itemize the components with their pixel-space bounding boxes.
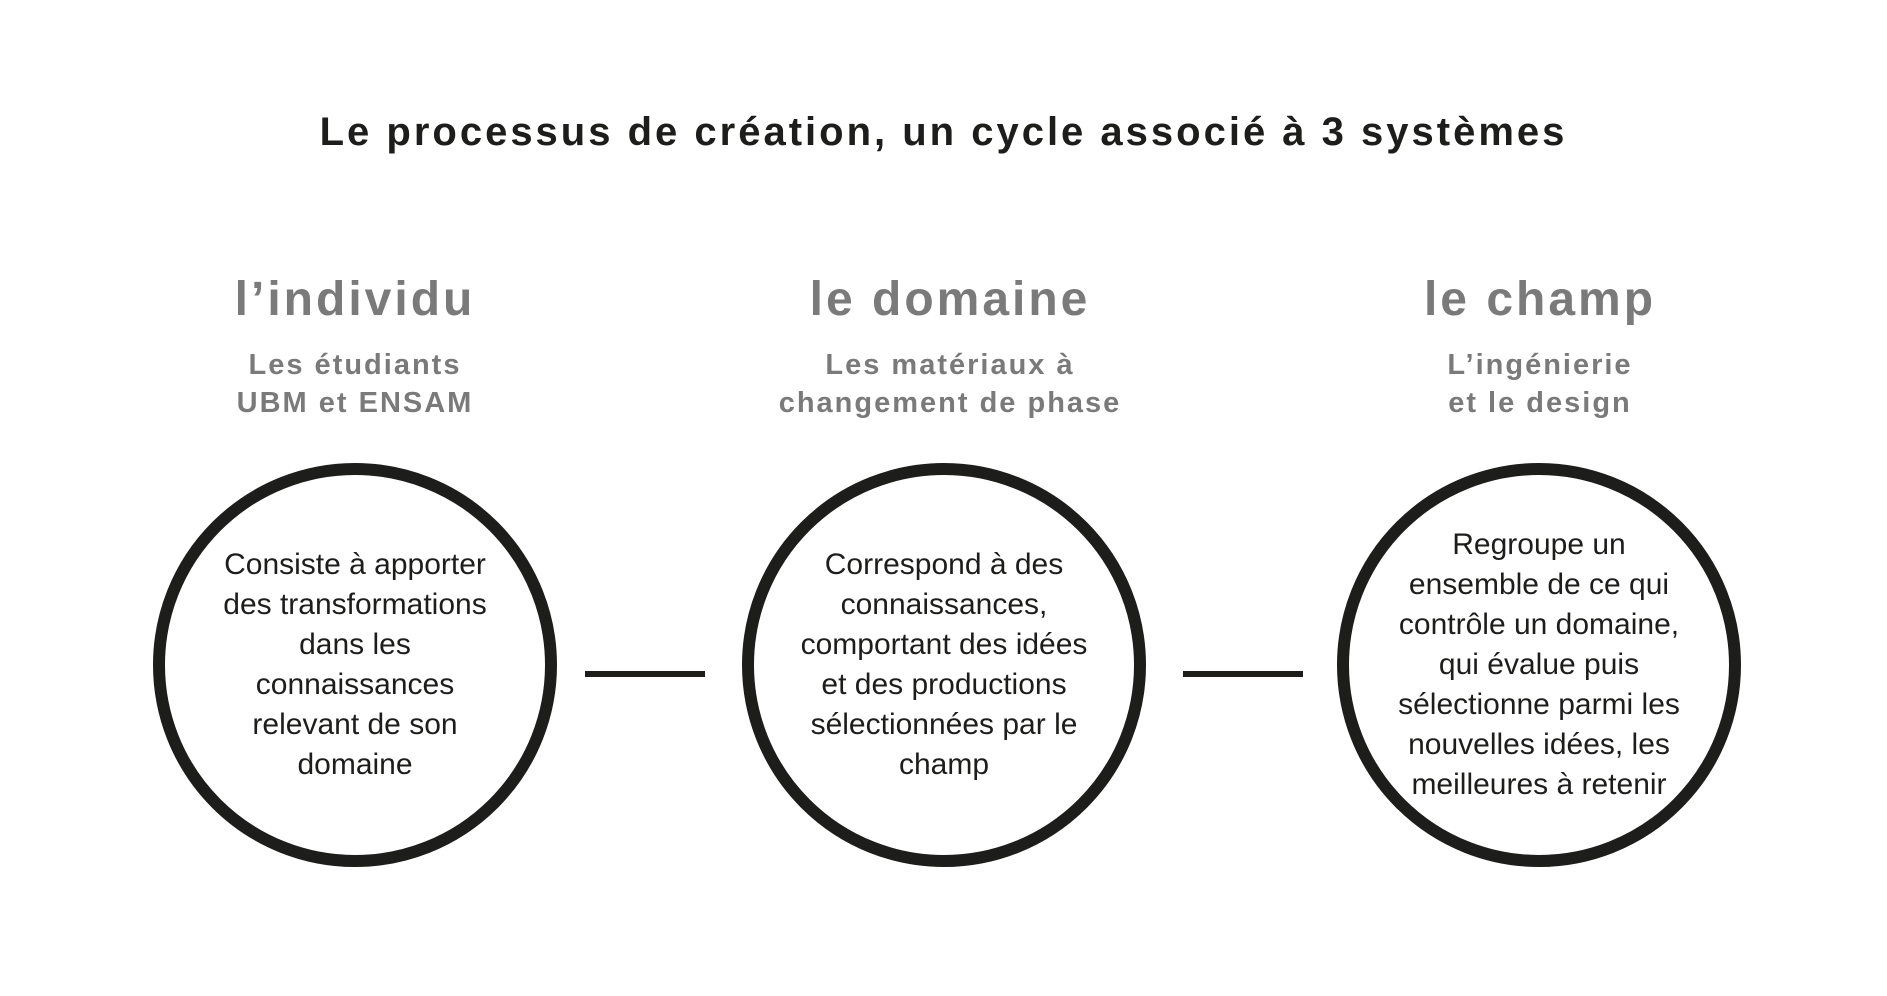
- system-subtitle: L’ingénierie et le design: [1240, 346, 1840, 422]
- system-subtitle-line: changement de phase: [778, 387, 1122, 419]
- circle-individu: Consiste à apporter des transformations …: [153, 463, 557, 867]
- system-champ: le champ L’ingénierie et le design: [1240, 270, 1840, 422]
- circle-champ: Regroupe un ensemble de ce qui contrôle …: [1337, 463, 1741, 867]
- system-subtitle-line: Les matériaux à: [825, 349, 1075, 381]
- system-subtitle: Les matériaux à changement de phase: [650, 346, 1250, 422]
- system-subtitle-line: Les étudiants: [248, 349, 462, 381]
- circle-description: Regroupe un ensemble de ce qui contrôle …: [1398, 528, 1680, 801]
- system-heading: le domaine: [809, 273, 1091, 326]
- system-subtitle-line: UBM et ENSAM: [236, 387, 474, 419]
- circle-domaine: Correspond à des connaissances, comporta…: [742, 463, 1146, 867]
- system-individu: l’individu Les étudiants UBM et ENSAM: [55, 270, 655, 422]
- system-domaine: le domaine Les matériaux à changement de…: [650, 270, 1250, 422]
- system-heading: l’individu: [234, 273, 476, 326]
- page-title: Le processus de création, un cycle assoc…: [319, 110, 1568, 154]
- circle-description: Consiste à apporter des transformations …: [223, 548, 487, 781]
- system-subtitle-line: et le design: [1448, 387, 1632, 419]
- connector-line: [585, 671, 705, 677]
- system-subtitle: Les étudiants UBM et ENSAM: [55, 346, 655, 422]
- system-heading: le champ: [1423, 273, 1657, 326]
- system-subtitle-line: L’ingénierie: [1447, 349, 1633, 381]
- circle-description: Correspond à des connaissances, comporta…: [800, 548, 1088, 781]
- connector-line: [1183, 671, 1303, 677]
